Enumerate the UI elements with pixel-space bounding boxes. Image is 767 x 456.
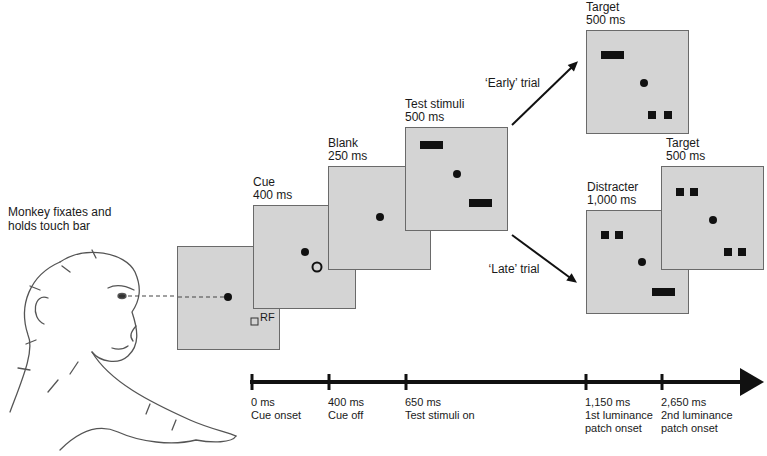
timeline-label: 1st luminance patch onset [585,409,657,435]
monkey-mouth [112,346,128,349]
timeline-label: Cue onset [251,409,321,422]
screen-title: Target [586,1,625,14]
monkey-nose [131,326,136,341]
trial-arrow [512,61,578,125]
timeline-label: 2,650 ms [661,396,741,409]
fixation-dot [638,258,646,266]
screen-title: Blank [328,137,367,150]
monkey-fur [18,250,176,430]
timeline-label: 1,150 ms [585,396,657,409]
timeline-label: 0 ms [251,396,321,409]
duration-label: 500 ms [666,150,705,163]
luminance-patch [664,111,672,119]
screen-stimuli [662,167,763,269]
screen-heading: Target500 ms [586,1,625,27]
screen-box: Test stimuli500 ms [405,127,508,231]
luminance-patch [690,188,698,196]
screen-stimuli [406,128,507,230]
screen-heading: Test stimuli500 ms [405,98,464,124]
screen-title: Target [666,137,705,150]
duration-label: 400 ms [253,189,292,202]
receptive-field [251,318,258,325]
arrow-head [568,61,578,71]
screen-title: Cue [253,176,292,189]
bar-stimulus [469,199,492,207]
luminance-patch [615,231,623,239]
timeline-arrowhead [740,368,764,396]
gaze-line [178,296,224,297]
duration-label: 500 ms [405,111,464,124]
trial-label: ‘Early’ trial [485,76,540,90]
duration-label: 250 ms [328,150,367,163]
screen-heading: Blank250 ms [328,137,367,163]
screen-title: Test stimuli [405,98,464,111]
monkey-arm [92,352,236,436]
screen-box: Target500 ms [661,166,764,270]
timeline-label: 2nd luminance patch onset [661,409,741,435]
monkey-eye [118,294,126,299]
monkey-hand [60,429,236,450]
bar-stimulus [652,288,675,296]
subject-note: Monkey fixates and holds touch bar [8,205,130,233]
timeline-tick [405,374,408,390]
bar-stimulus [601,51,624,59]
luminance-patch [738,248,746,256]
monkey-head [60,252,139,361]
fixation-dot [640,79,648,87]
monkey-ear [35,297,48,324]
monkey-brow [108,286,134,290]
timeline-label: 400 ms [328,396,398,409]
cue-ring [313,263,322,272]
timeline-label: 650 ms [405,396,505,409]
arrow-shaft [512,67,572,125]
timeline-bar [250,380,742,384]
fixation-dot [224,293,232,301]
timeline-tick [585,374,588,390]
screen-heading: Target500 ms [666,137,705,163]
screen-title: Distracter [587,181,638,194]
screen-heading: Cue400 ms [253,176,292,202]
field-label: RF [260,311,275,324]
fixation-dot [376,213,384,221]
trial-label: ‘Late’ trial [489,262,540,276]
fixation-dot [301,248,309,256]
duration-label: 1,000 ms [587,194,638,207]
luminance-patch [676,188,684,196]
luminance-patch [648,111,656,119]
timeline-label: Test stimuli on [405,409,505,422]
duration-label: 500 ms [586,14,625,27]
luminance-patch [601,231,609,239]
fixation-dot [453,170,461,178]
bar-stimulus [420,141,443,149]
screen-heading: Distracter1,000 ms [587,181,638,207]
arrow-head [566,273,577,283]
timeline-tick [251,374,254,390]
luminance-patch [724,248,732,256]
gaze-line [128,295,177,296]
screen-box: Target500 ms [586,30,689,134]
timeline-label: Cue off [328,409,398,422]
timeline-tick [661,374,664,390]
timeline-tick [328,374,331,390]
monkey-back [10,262,60,412]
fixation-dot [709,216,717,224]
screen-stimuli [587,31,688,133]
